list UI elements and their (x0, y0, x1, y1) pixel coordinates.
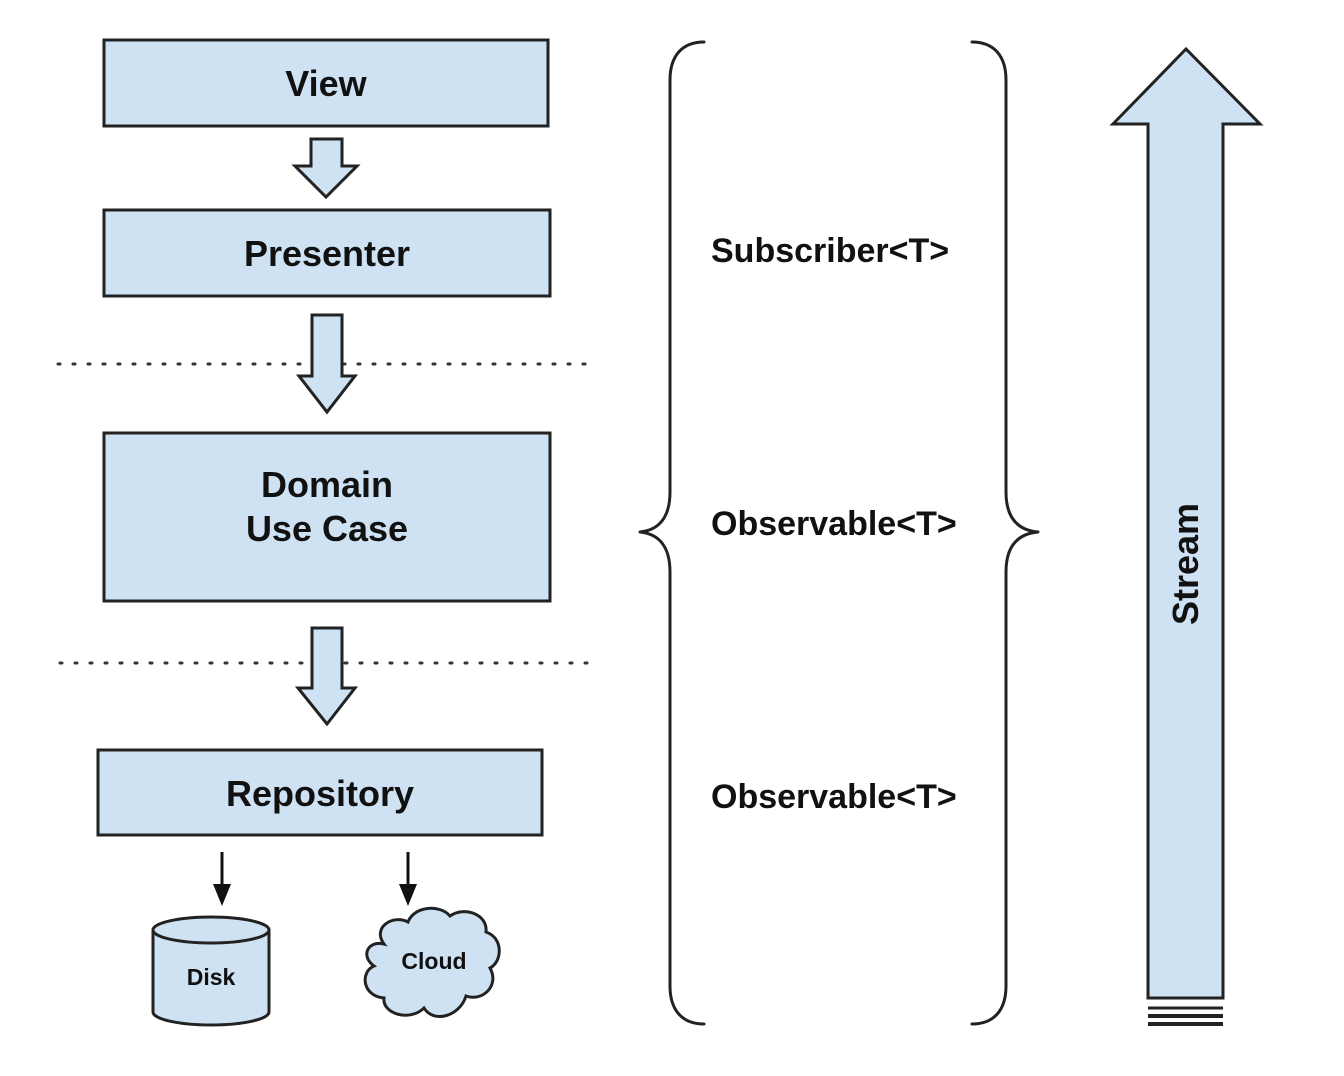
disk-cylinder-icon: Disk (151, 915, 271, 1027)
repository-layer: Repository (96, 748, 544, 837)
repository-to-cloud-arrow (399, 852, 417, 906)
repository-label: Repository (226, 773, 414, 814)
cloud-icon: Cloud (363, 906, 501, 1018)
left-brace (638, 40, 706, 1026)
repository-box (96, 748, 544, 837)
repository-to-disk-arrow (213, 852, 231, 906)
cloud-label: Cloud (401, 948, 466, 974)
domain-layer: Domain Use Case (102, 431, 552, 603)
stream-arrow: Stream (1109, 46, 1264, 1026)
view-label: View (285, 63, 367, 104)
presenter-label: Presenter (244, 233, 410, 274)
stream-label: Stream (1165, 503, 1206, 625)
presenter-to-domain-arrow (295, 313, 359, 415)
domain-to-repository-arrow (294, 626, 359, 727)
observable-repository-type-label: Observable<T> (711, 778, 957, 816)
right-brace (970, 40, 1040, 1026)
domain-label: Domain (261, 464, 393, 505)
domain-use-case-box (102, 431, 552, 603)
view-to-presenter-arrow (291, 137, 361, 200)
subscriber-type-label: Subscriber<T> (711, 232, 949, 270)
use-case-label: Use Case (246, 508, 408, 549)
presenter-layer: Presenter (102, 208, 552, 298)
view-layer: View (102, 38, 550, 128)
presenter-box (102, 208, 552, 298)
observable-domain-type-label: Observable<T> (711, 505, 957, 543)
stream-arrow-body (1109, 46, 1264, 1000)
disk-label: Disk (187, 964, 236, 990)
view-box (102, 38, 550, 128)
